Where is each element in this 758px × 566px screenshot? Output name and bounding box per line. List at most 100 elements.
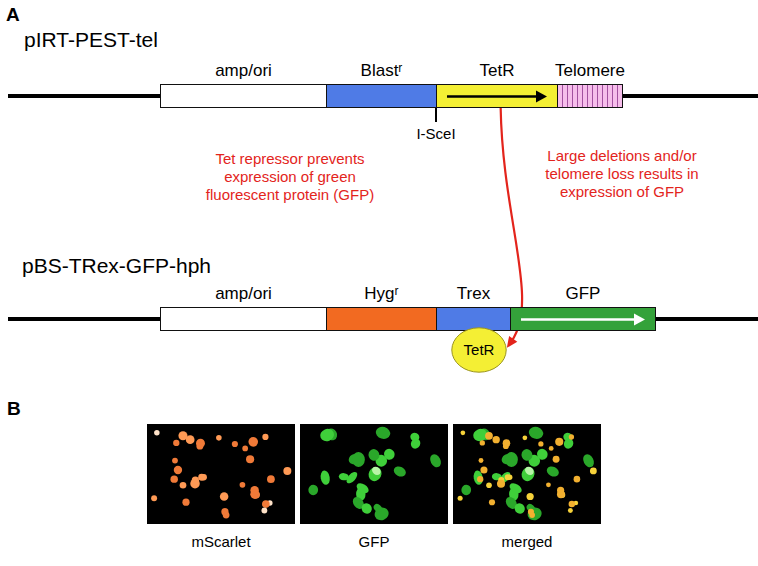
red-nucleus <box>151 495 157 501</box>
red-nucleus <box>489 499 495 505</box>
red-nucleus <box>461 431 466 436</box>
red-nucleus <box>492 436 499 443</box>
micrograph: mScarlet <box>147 424 295 524</box>
arrow-head <box>634 314 645 326</box>
segment-label: Trex <box>457 284 490 304</box>
green-cell <box>428 452 443 469</box>
micrograph: merged <box>453 424 601 524</box>
red-nucleus <box>250 490 259 499</box>
green-cell <box>308 485 318 496</box>
red-nucleus <box>527 493 534 500</box>
red-nucleus <box>172 458 178 464</box>
direction-arrow <box>511 308 657 332</box>
green-cell <box>355 481 371 495</box>
micrograph-image <box>453 424 601 524</box>
red-nucleus <box>569 434 574 439</box>
red-nucleus <box>201 474 207 480</box>
green-cell <box>352 452 365 467</box>
red-nucleus <box>480 440 485 445</box>
arrow-shaft <box>447 95 539 98</box>
operator-site: Trex <box>436 307 511 331</box>
red-nucleus <box>458 496 463 501</box>
segment-label: TetR <box>464 341 495 358</box>
green-cell <box>535 447 549 462</box>
green-cell <box>366 465 384 484</box>
segment-label: TetR <box>480 61 515 81</box>
red-nucleus <box>497 480 505 488</box>
red-nucleus <box>538 441 543 446</box>
segment-label: GFP <box>566 284 601 304</box>
green-cell <box>520 447 534 462</box>
annotation-note: Tet repressor prevents expression of gre… <box>192 150 388 204</box>
red-nucleus <box>196 443 203 450</box>
plasmid-segment: amp/ori <box>160 307 327 331</box>
red-nucleus <box>182 499 189 506</box>
green-cell <box>562 431 574 443</box>
red-nucleus <box>283 467 291 475</box>
red-nucleus <box>546 482 551 487</box>
red-nucleus <box>568 508 573 513</box>
micrograph-image <box>300 424 448 524</box>
red-nucleus <box>220 492 229 501</box>
resistance-gene: Hygʳ <box>326 307 437 331</box>
green-cell <box>370 465 382 477</box>
red-nucleus <box>569 501 575 507</box>
green-cell <box>392 464 408 478</box>
segment-label: Blastʳ <box>361 61 403 81</box>
red-nucleus <box>186 435 195 444</box>
red-nucleus <box>190 479 199 488</box>
red-nucleus <box>216 435 222 441</box>
micrograph-image <box>147 424 295 524</box>
red-nucleus <box>486 482 492 488</box>
panel-letter: A <box>6 4 20 27</box>
green-cell <box>545 464 561 478</box>
green-cell <box>345 470 360 485</box>
site-label: I-SceI <box>416 125 455 143</box>
image-caption: mScarlet <box>191 533 250 550</box>
red-nucleus <box>262 434 268 440</box>
red-nucleus <box>479 458 484 463</box>
red-nucleus <box>262 500 270 508</box>
red-nucleus <box>174 466 182 474</box>
green-cell <box>372 502 384 513</box>
red-nucleus <box>248 437 258 447</box>
green-cell <box>367 447 381 462</box>
segment-label: Hygʳ <box>364 284 398 304</box>
construct-name: pBS-TRex-GFP-hph <box>22 253 211 278</box>
red-nucleus <box>553 456 560 463</box>
red-nucleus <box>549 446 554 451</box>
red-nucleus <box>170 475 177 482</box>
green-cell <box>527 425 544 440</box>
green-cell <box>461 485 471 496</box>
green-cell <box>382 447 396 462</box>
red-nucleus <box>522 435 527 440</box>
red-nucleus <box>261 508 267 514</box>
segment-label: amp/ori <box>215 61 272 81</box>
telomere-repeat: Telomere <box>557 84 623 108</box>
resistance-gene: Blastʳ <box>326 84 437 108</box>
green-cell <box>360 501 374 515</box>
red-nucleus <box>555 438 563 446</box>
repressor-protein: TetR <box>451 327 507 373</box>
arrow-head <box>536 91 547 103</box>
reporter-gene: GFP <box>510 307 656 331</box>
segment-label: amp/ori <box>215 284 272 304</box>
red-nucleus <box>557 490 565 498</box>
ellipse-shape <box>452 328 506 372</box>
construct-name: pIRT-PEST-tel <box>24 27 158 52</box>
red-nucleus <box>480 466 487 473</box>
red-nucleus <box>529 512 535 518</box>
red-nucleus <box>477 476 483 482</box>
red-nucleus <box>507 475 512 480</box>
green-cell <box>409 431 421 443</box>
red-nucleus <box>180 482 187 489</box>
red-nucleus <box>242 446 248 452</box>
segment-label: Telomere <box>555 61 625 81</box>
green-cell <box>374 425 391 440</box>
red-nucleus <box>574 476 581 483</box>
image-caption: merged <box>502 533 553 550</box>
green-cell <box>513 501 527 515</box>
green-cell <box>318 427 335 443</box>
green-cell <box>523 465 535 477</box>
